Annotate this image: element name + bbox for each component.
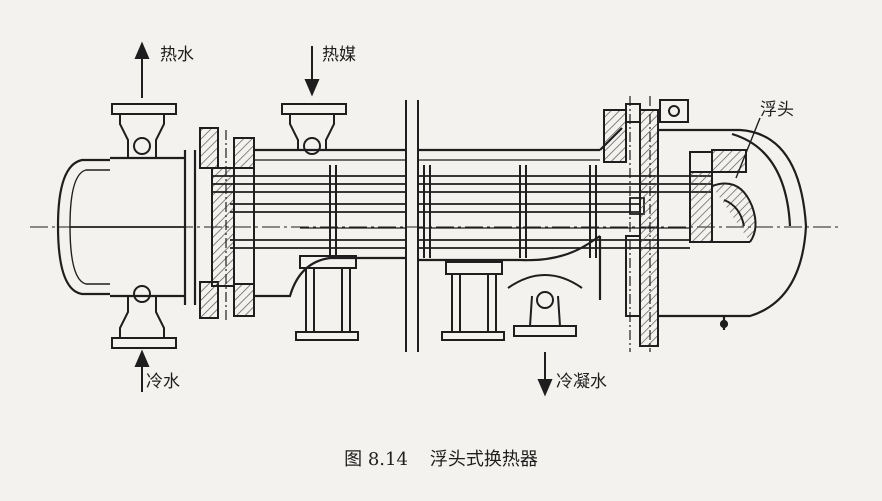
caption-title: 浮头式换热器 [429, 449, 538, 470]
label-floating-head: 浮头 [760, 100, 794, 120]
fixed-tubesheet [199, 127, 255, 320]
heat-medium-nozzle [281, 103, 347, 155]
label-cold-water: 冷水 [146, 372, 180, 392]
floating-head-leader [735, 117, 761, 179]
shell-cover [658, 128, 808, 330]
left-channel [56, 150, 197, 305]
shell-cover-flange [603, 96, 689, 352]
label-hot-water: 热水 [160, 45, 194, 65]
cold-water-nozzle [111, 285, 177, 349]
break-lines [405, 100, 419, 352]
label-heat-medium: 热媒 [322, 45, 356, 65]
hot-water-nozzle [111, 103, 177, 159]
flow-arrows [134, 41, 553, 397]
caption-number: 图 8.14 [344, 449, 408, 470]
tube-bundle-right [418, 165, 712, 258]
condensate-nozzle [507, 274, 583, 337]
figure-caption: 图 8.14 浮头式换热器 [0, 449, 882, 471]
support-saddle-right [441, 261, 505, 341]
tube-bundle-left [212, 165, 406, 258]
label-condensate: 冷凝水 [556, 372, 607, 392]
floating-head [689, 149, 757, 243]
support-saddle-left [295, 255, 359, 341]
